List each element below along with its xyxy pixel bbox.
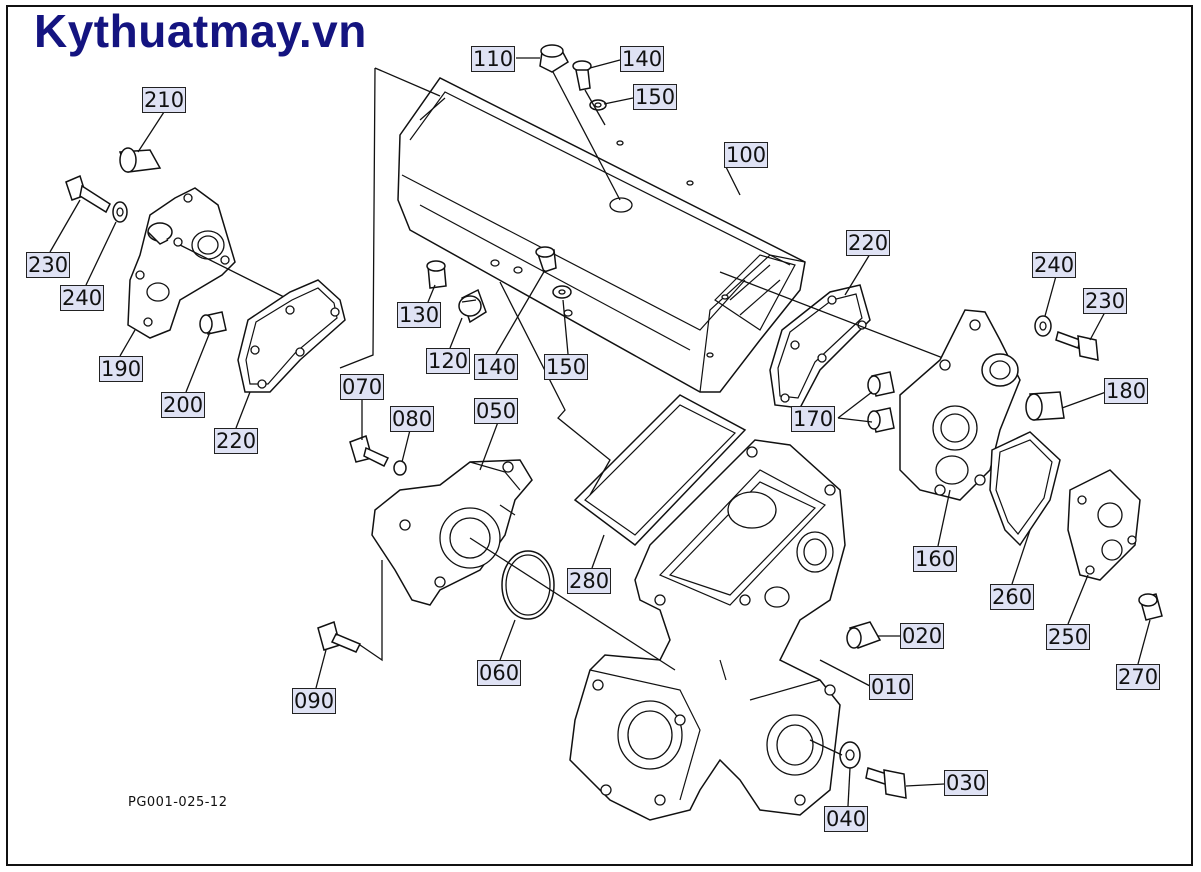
o-ring-part-060[interactable]: [501, 550, 555, 620]
callout-010[interactable]: 010: [869, 674, 914, 700]
callout-250[interactable]: 250: [1046, 624, 1091, 650]
callout-070[interactable]: 070: [340, 374, 385, 400]
bushing-part-200[interactable]: [199, 311, 227, 335]
bushing-part-020[interactable]: [846, 621, 882, 649]
callout-160[interactable]: 160: [913, 546, 958, 572]
callout-190[interactable]: 190: [99, 356, 144, 382]
callout-150-top[interactable]: 150: [633, 84, 678, 110]
gasket-part-220-right[interactable]: [769, 284, 871, 409]
plug-part-130[interactable]: [426, 260, 447, 289]
callout-220-left[interactable]: 220: [214, 428, 259, 454]
callout-leaders: [49, 57, 1151, 807]
callout-110[interactable]: 110: [471, 46, 516, 72]
callout-200[interactable]: 200: [161, 392, 206, 418]
bolt-part-140-mid[interactable]: [535, 246, 557, 273]
bushing-part-170[interactable]: [867, 371, 895, 433]
washer-part-080[interactable]: [393, 460, 407, 476]
callout-150-mid[interactable]: 150: [544, 354, 589, 380]
bolt-part-140-top[interactable]: [572, 60, 592, 91]
callout-050[interactable]: 050: [474, 398, 519, 424]
plug-part-110[interactable]: [539, 44, 569, 73]
bolt-part-230-left[interactable]: [65, 174, 111, 214]
callout-140-top[interactable]: 140: [620, 46, 665, 72]
callout-080[interactable]: 080: [390, 406, 435, 432]
callout-220-right[interactable]: 220: [846, 230, 891, 256]
callout-260[interactable]: 260: [990, 584, 1035, 610]
site-logo[interactable]: Kythuatmay.vn: [34, 5, 367, 57]
callout-140-mid[interactable]: 140: [474, 354, 519, 380]
callout-130[interactable]: 130: [397, 302, 442, 328]
callout-210[interactable]: 210: [142, 87, 187, 113]
callout-280[interactable]: 280: [567, 568, 612, 594]
callout-060[interactable]: 060: [477, 660, 522, 686]
top-cover-part[interactable]: [397, 77, 806, 393]
bolt-part-090[interactable]: [317, 621, 362, 653]
callout-230-left[interactable]: 230: [26, 252, 71, 278]
drawing-frame: [6, 5, 1193, 866]
callout-230-right[interactable]: 230: [1083, 288, 1128, 314]
callout-030[interactable]: 030: [944, 770, 989, 796]
bolt-part-070[interactable]: [349, 435, 390, 468]
callout-240-right[interactable]: 240: [1032, 252, 1077, 278]
bushing-part-180[interactable]: [1025, 391, 1065, 421]
bolt-part-270[interactable]: [1138, 593, 1163, 621]
bushing-part-210[interactable]: [118, 147, 162, 173]
callout-120[interactable]: 120: [426, 348, 471, 374]
callout-100[interactable]: 100: [724, 142, 769, 168]
callout-270[interactable]: 270: [1116, 664, 1161, 690]
main-housing-part-010[interactable]: [569, 439, 846, 821]
callout-170[interactable]: 170: [791, 406, 836, 432]
cover-part-250[interactable]: [1067, 469, 1141, 581]
gasket-part-280[interactable]: [573, 394, 747, 546]
callout-240-left[interactable]: 240: [60, 285, 105, 311]
callout-180[interactable]: 180: [1104, 378, 1149, 404]
gasket-part-260[interactable]: [989, 431, 1061, 547]
plug-part-120[interactable]: [458, 288, 487, 324]
figure-code: PG001-025-12: [128, 795, 228, 810]
callout-040[interactable]: 040: [824, 806, 869, 832]
gasket-part-220-left[interactable]: [237, 279, 346, 393]
housing-part-160[interactable]: [899, 309, 1021, 501]
bolt-part-030[interactable]: [865, 767, 907, 799]
callout-020[interactable]: 020: [900, 623, 945, 649]
callout-090[interactable]: 090: [292, 688, 337, 714]
